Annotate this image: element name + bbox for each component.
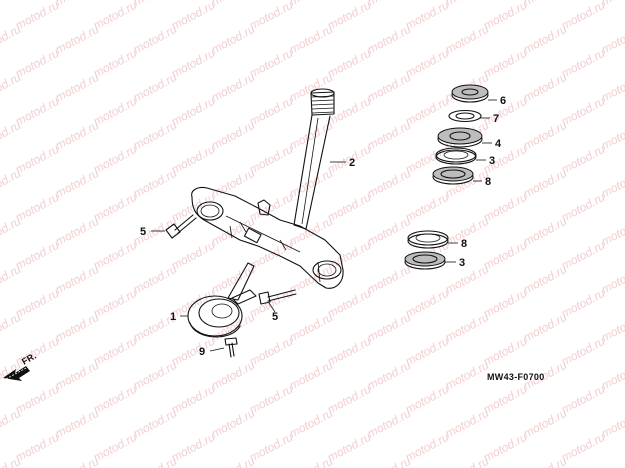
leader-lines [151, 99, 497, 352]
callout-5-lower[interactable]: 5 [272, 311, 278, 323]
lower-bearing[interactable] [407, 230, 449, 249]
lock-washer[interactable] [448, 109, 482, 123]
callout-5-left[interactable]: 5 [140, 226, 146, 238]
callout-3-lower[interactable]: 3 [459, 257, 465, 269]
steering-stem[interactable] [293, 88, 335, 230]
diagram-code: MW43-F0700 [487, 372, 545, 382]
callout-8-lower[interactable]: 8 [461, 238, 467, 250]
front-marker-label: FR. [20, 350, 38, 366]
lower-bearing-race[interactable] [404, 251, 446, 270]
callout-4[interactable]: 4 [495, 138, 502, 150]
callout-1[interactable]: 1 [170, 311, 176, 323]
dust-seal[interactable] [437, 127, 483, 148]
horn-bolt[interactable] [224, 337, 238, 358]
callout-7[interactable]: 7 [493, 113, 499, 125]
bottom-bridge[interactable] [191, 186, 344, 289]
front-direction-arrow [3, 366, 30, 381]
callout-3-upper[interactable]: 3 [489, 155, 495, 167]
callout-9[interactable]: 9 [199, 346, 205, 358]
callout-8-upper[interactable]: 8 [485, 176, 491, 188]
bolt-lower[interactable] [258, 289, 297, 305]
adjusting-nut[interactable] [451, 84, 489, 103]
horn[interactable] [187, 262, 257, 338]
upper-bearing-race[interactable] [435, 147, 477, 165]
callout-6[interactable]: 6 [500, 95, 506, 107]
upper-bearing[interactable] [432, 166, 474, 185]
callout-2[interactable]: 2 [349, 157, 355, 169]
watermark-text: motod.ru [599, 0, 625, 9]
bolt-left[interactable] [165, 214, 197, 239]
